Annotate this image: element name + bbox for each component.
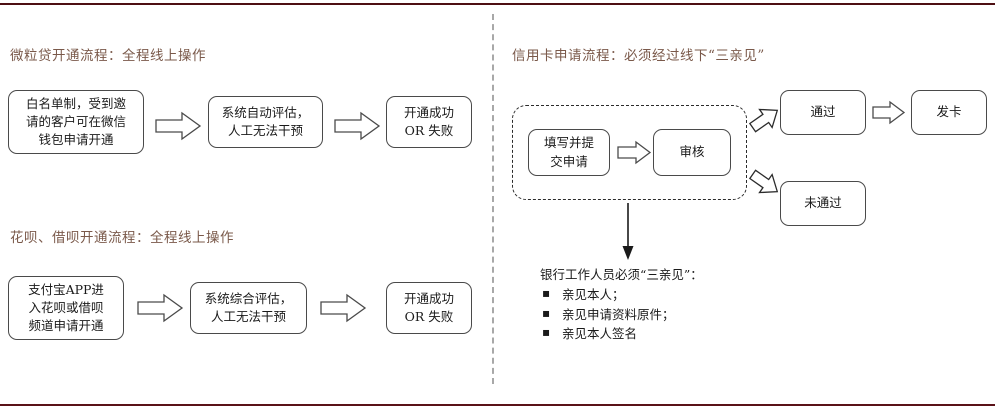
bottom-rule-divider [0,404,995,406]
right-outcome-fail: 未通过 [780,181,866,226]
list-item: 亲见申请资料原件； [540,304,703,324]
right-outcome-issue-card: 发卡 [911,90,987,135]
right-section-title: 信用卡申请流程：必须经过线下“三亲见” [512,48,765,64]
down-arrow-icon [616,203,640,261]
left-section2-step-2: 系统综合评估， 人工无法干预 [190,282,307,334]
application-review-group [512,105,747,200]
right-block-arrow-icon [320,293,367,323]
top-rule-divider [0,3,995,5]
left-section1-title: 微粒贷开通流程：全程线上操作 [10,48,206,64]
right-outcome-pass: 通过 [780,90,866,135]
up-right-block-arrow-icon [748,103,782,135]
right-block-arrow-icon [334,111,381,141]
three-witness-notes: 银行工作人员必须“三亲见”： 亲见本人； 亲见申请资料原件； 亲见本人签名 [540,265,703,344]
notes-list: 亲见本人； 亲见申请资料原件； 亲见本人签名 [540,284,703,343]
left-section2-title: 花呗、借呗开通流程：全程线上操作 [10,230,234,246]
right-step-submit-application: 填写并提 交申请 [528,129,610,176]
list-item: 亲见本人； [540,284,703,304]
down-right-block-arrow-icon [748,167,782,199]
right-block-arrow-icon [137,293,184,323]
left-section1-step-1: 白名单制，受到邀 请的客户可在微信 钱包申请开通 [8,90,144,154]
left-section2-step-1: 支付宝APP进 入花呗或借呗 频道申请开通 [8,276,124,340]
list-item: 亲见本人签名 [540,323,703,343]
left-section2-step-3: 开通成功 OR 失败 [386,282,472,334]
right-block-arrow-icon [155,111,202,141]
right-block-arrow-icon [617,140,652,165]
right-step-review: 审核 [653,129,731,176]
notes-heading: 银行工作人员必须“三亲见”： [540,267,703,282]
left-section1-step-2: 系统自动评估， 人工无法干预 [208,96,323,148]
left-section1-step-3: 开通成功 OR 失败 [386,96,472,148]
right-block-arrow-icon [872,100,906,125]
vertical-dashed-divider [492,14,494,384]
